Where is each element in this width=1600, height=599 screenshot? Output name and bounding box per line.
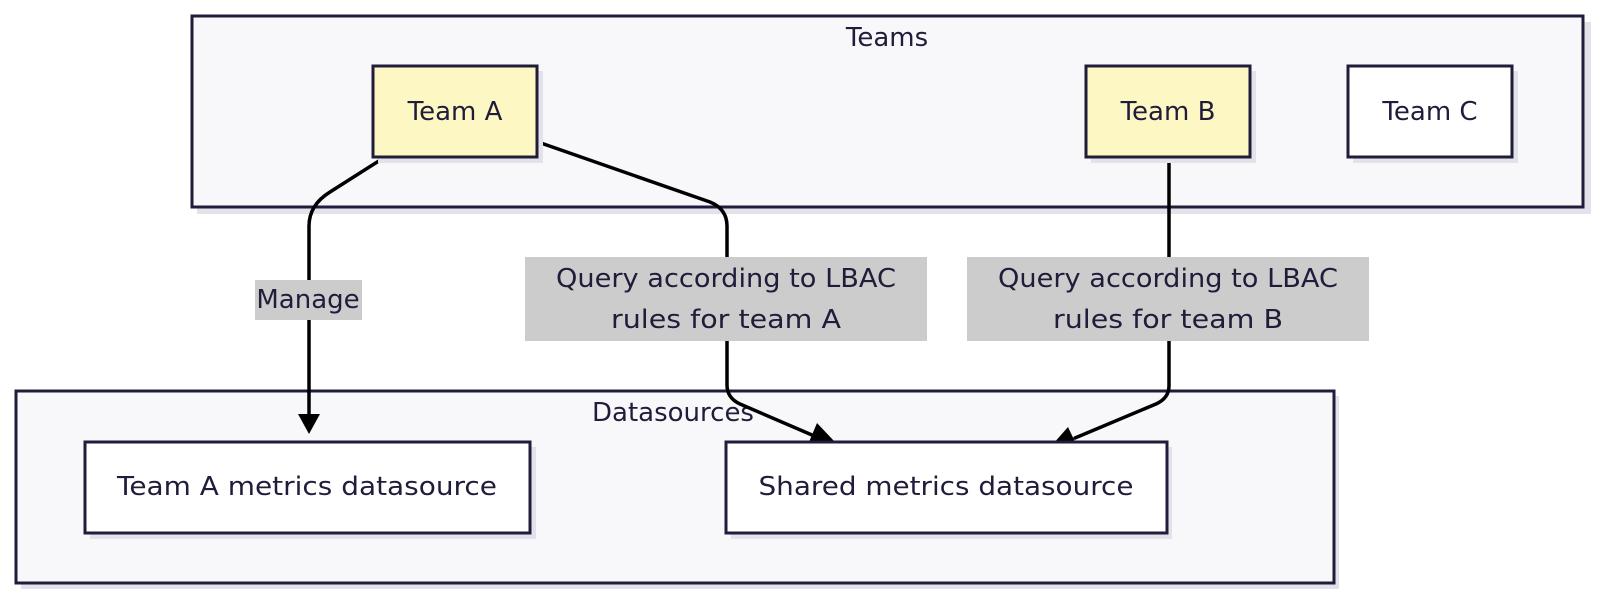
edge-label-manage: Manage xyxy=(255,280,362,320)
node-team-a-label: Team A xyxy=(407,97,503,127)
edge-label-query-team-b-line-1: Query according to LBAC xyxy=(998,264,1338,294)
cluster-teams-label: Teams xyxy=(845,23,928,53)
edge-label-query-team-b: Query according to LBAC rules for team B xyxy=(967,257,1369,341)
edge-label-manage-text: Manage xyxy=(256,285,359,315)
edge-label-query-team-b-line-2: rules for team B xyxy=(1053,305,1283,335)
node-shared-metrics-datasource[interactable]: Shared metrics datasource xyxy=(724,440,1172,539)
node-team-b[interactable]: Team B xyxy=(1084,64,1256,163)
node-shared-metrics-datasource-label: Shared metrics datasource xyxy=(759,472,1134,502)
cluster-datasources-label: Datasources xyxy=(592,398,754,428)
edge-label-query-team-a-line-1: Query according to LBAC xyxy=(556,264,896,294)
edge-manage xyxy=(298,155,387,434)
node-team-a[interactable]: Team A xyxy=(371,64,543,163)
node-team-c-label: Team C xyxy=(1381,97,1477,127)
edge-label-query-team-a: Query according to LBAC rules for team A xyxy=(525,257,927,341)
node-team-a-metrics-datasource[interactable]: Team A metrics datasource xyxy=(83,440,536,539)
node-team-a-metrics-datasource-label: Team A metrics datasource xyxy=(116,472,497,502)
node-team-b-label: Team B xyxy=(1120,97,1216,127)
node-team-c[interactable]: Team C xyxy=(1346,64,1518,163)
edge-label-query-team-a-line-2: rules for team A xyxy=(611,305,841,335)
